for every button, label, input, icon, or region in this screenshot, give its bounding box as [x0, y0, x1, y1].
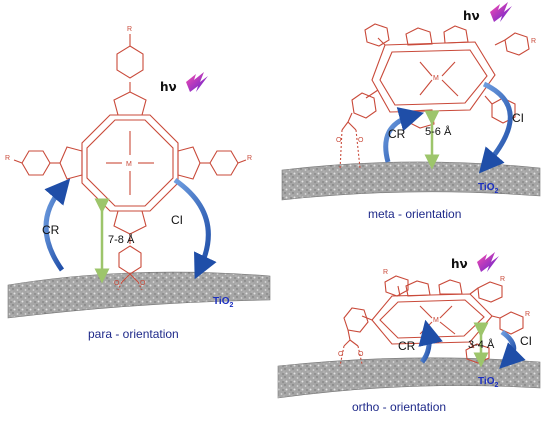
substrate-para [7, 271, 271, 319]
substrate-meta [281, 161, 541, 201]
caption-para: para - orientation [88, 327, 179, 341]
atom-o-2-para: O [140, 280, 146, 287]
ci-label-ortho: CI [520, 334, 532, 348]
cr-label-meta: CR [388, 127, 406, 141]
cr-arrow-meta [383, 107, 425, 163]
caption-ortho: ortho - orientation [352, 400, 446, 414]
ci-arrow-para [173, 177, 217, 280]
cr-arrow-ortho [418, 319, 443, 364]
substituent-tr-ortho: R [500, 276, 505, 283]
cr-label-ortho: CR [398, 339, 416, 353]
substrate-ortho [277, 357, 541, 399]
atom-o-2-ortho: O [358, 351, 364, 358]
hv-label-ortho: hν [451, 257, 468, 271]
ci-arrow-meta [478, 81, 513, 174]
distance-label-para: 7-8 Å [108, 233, 135, 246]
tio2-label-ortho: TiO2 [478, 376, 498, 389]
substituent-top-para: R [127, 26, 132, 33]
substituent-right-meta: R [531, 38, 536, 45]
panel-para: TiO2 para - orientation [5, 26, 271, 341]
distance-label-ortho: 3-4 Å [468, 338, 495, 351]
atom-o-1-ortho: O [338, 351, 344, 358]
porphyrin-para [13, 34, 247, 291]
distance-label-meta: 5-6 Å [425, 125, 452, 138]
ci-arrow-ortho [499, 329, 526, 369]
metal-label-para: M [126, 161, 132, 168]
caption-meta: meta - orientation [368, 207, 461, 221]
ci-label-meta: CI [512, 111, 524, 125]
cr-label-para: CR [42, 223, 60, 237]
light-bolt-meta [490, 2, 512, 22]
cr-arrow-para [43, 178, 71, 272]
porphyrin-ortho [339, 275, 524, 367]
atom-o-2-meta: O [358, 137, 364, 144]
tio2-label-para: TiO2 [213, 296, 233, 309]
porphyrin-meta [339, 23, 530, 171]
substituent-tl-ortho: R [383, 269, 388, 276]
atom-o-1-para: O [114, 280, 120, 287]
metal-label-meta: M [433, 75, 439, 82]
light-bolt-para [186, 72, 208, 92]
atom-o-1-meta: O [336, 137, 342, 144]
metal-label-ortho: M [433, 317, 439, 324]
substituent-right-para: R [247, 155, 252, 162]
ci-label-para: CI [171, 213, 183, 227]
hv-label-meta: hν [463, 9, 480, 23]
tio2-label-meta: TiO2 [478, 182, 498, 195]
light-bolt-ortho [477, 252, 499, 272]
panel-meta: TiO2 meta - orientation [281, 2, 541, 221]
hv-label-para: hν [160, 80, 177, 94]
panel-ortho: TiO2 ortho - orientation [277, 252, 541, 414]
substituent-r-ortho: R [525, 311, 530, 318]
substituent-left-para: R [5, 155, 10, 162]
